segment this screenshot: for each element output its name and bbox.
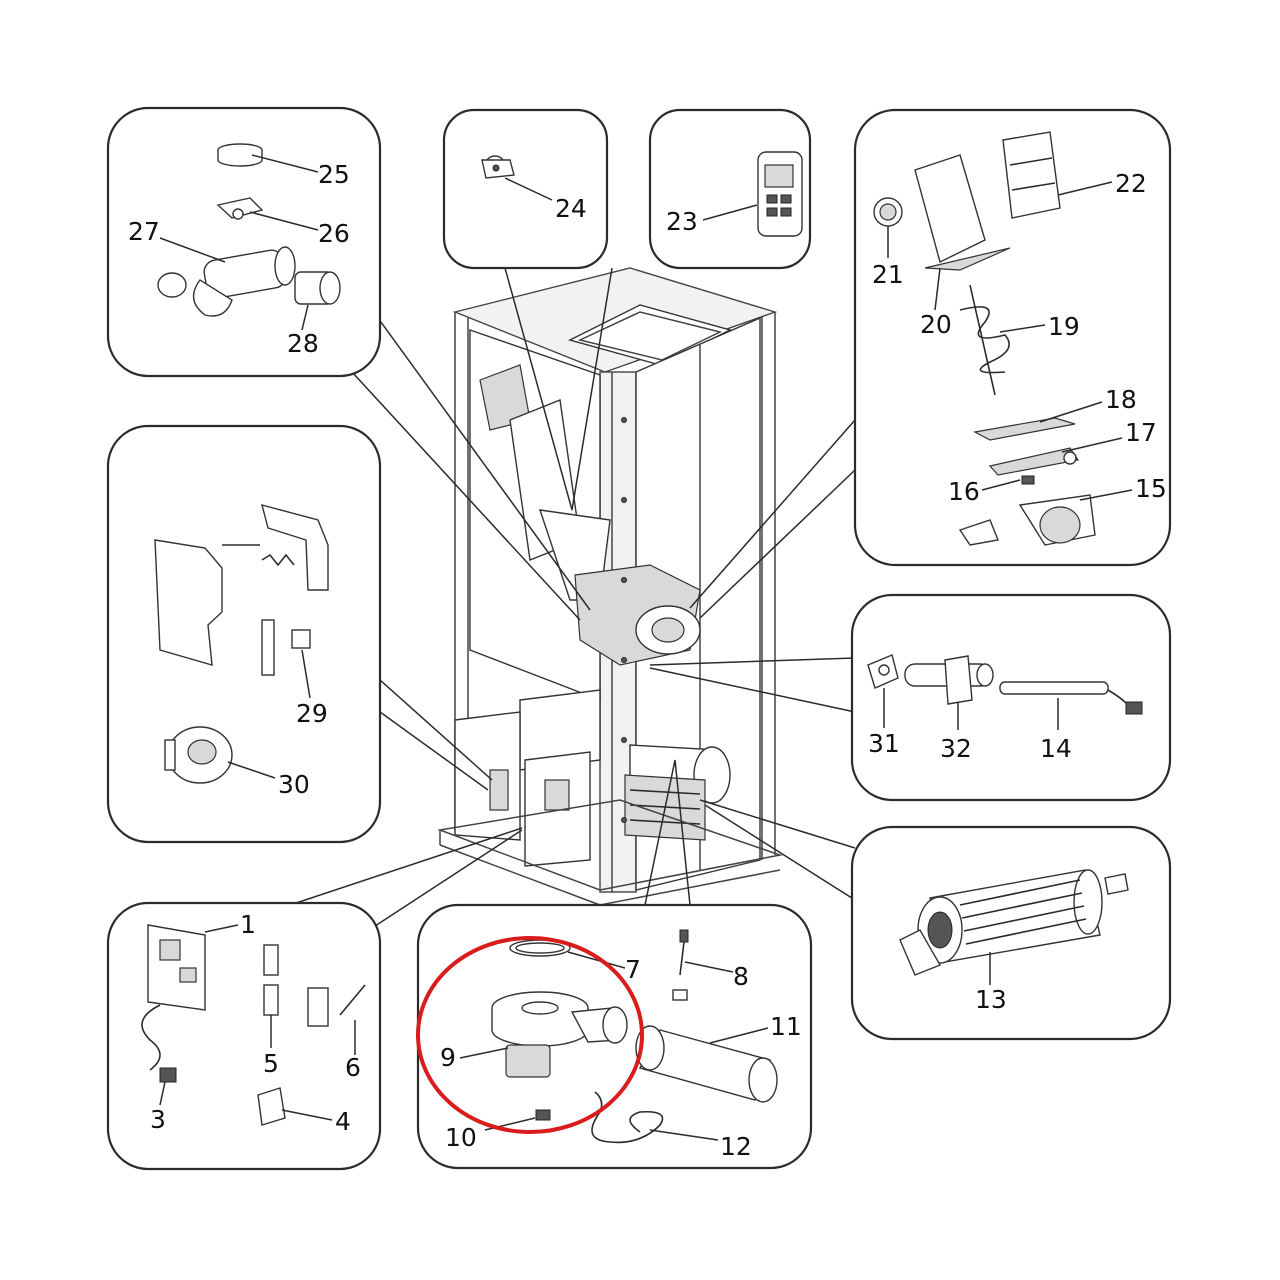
box-remote-control: 23 [648, 108, 812, 270]
box-auger-parts: 21 20 22 19 18 17 16 15 [853, 108, 1172, 567]
callout-6: 6 [345, 1053, 361, 1082]
box-electronics: 1 3 5 6 4 [106, 901, 382, 1171]
callout-4: 4 [335, 1107, 351, 1136]
callout-28: 28 [287, 329, 319, 358]
box-exhaust-fan-parts: 7 9 8 11 10 12 [416, 903, 813, 1170]
callout-29: 29 [296, 699, 328, 728]
box-flue-parts: 25 26 27 28 [106, 106, 382, 378]
callout-22: 22 [1115, 169, 1147, 198]
callout-3: 3 [150, 1105, 166, 1134]
callout-9: 9 [440, 1043, 456, 1072]
callout-25: 25 [318, 160, 350, 189]
callout-26: 26 [318, 219, 350, 248]
callout-30: 30 [278, 770, 310, 799]
box-igniter-parts: 31 32 14 [850, 593, 1172, 802]
callout-23: 23 [666, 207, 698, 236]
box-fan-parts: 13 [850, 825, 1172, 1041]
callout-18: 18 [1105, 385, 1137, 414]
callout-27: 27 [128, 217, 160, 246]
callout-8: 8 [733, 962, 749, 991]
callout-12: 12 [720, 1132, 752, 1161]
callout-13: 13 [975, 985, 1007, 1014]
callout-1: 1 [240, 910, 256, 939]
highlight-circle [416, 936, 644, 1134]
box-control-parts: 29 30 [106, 424, 382, 844]
callout-5: 5 [263, 1049, 279, 1078]
box-leader-lines [289, 267, 856, 929]
callout-24: 24 [555, 194, 587, 223]
callout-31: 31 [868, 729, 900, 758]
callout-17: 17 [1125, 418, 1157, 447]
callout-20: 20 [920, 310, 952, 339]
box-clamp: 24 [442, 108, 609, 270]
callout-21: 21 [872, 260, 904, 289]
callout-14: 14 [1040, 734, 1072, 763]
callout-16: 16 [948, 477, 980, 506]
callout-32: 32 [940, 734, 972, 763]
callout-15: 15 [1135, 474, 1167, 503]
callout-10: 10 [445, 1123, 477, 1152]
callout-19: 19 [1048, 312, 1080, 341]
callout-11: 11 [770, 1012, 802, 1041]
callout-7: 7 [625, 955, 641, 984]
